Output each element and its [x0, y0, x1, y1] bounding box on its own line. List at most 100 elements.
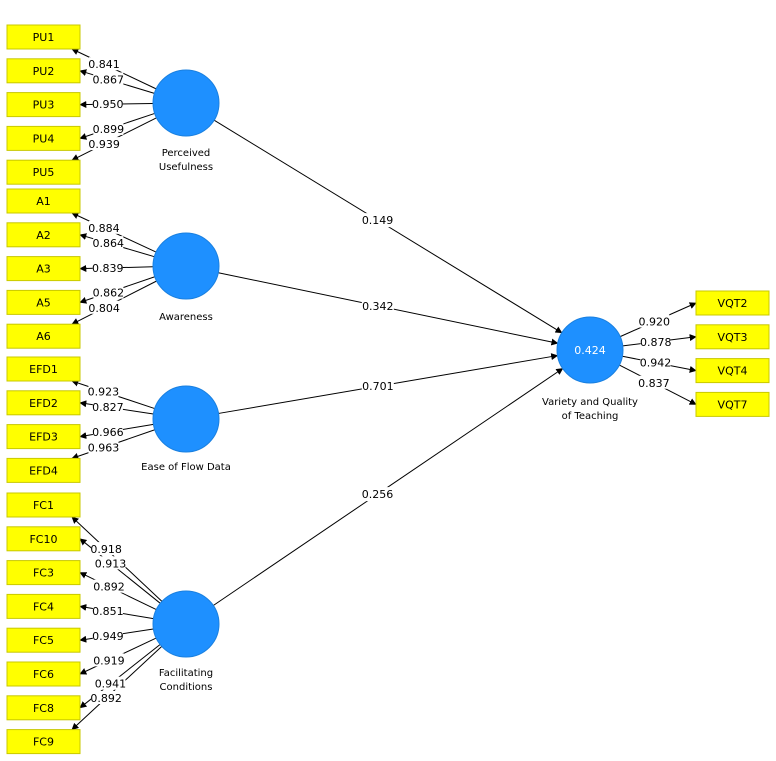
indicator-a3[interactable]: A3: [6, 256, 81, 282]
nodes-layer: PU1PU2PU3PU4PU5A1A2A3A5A6EFD1EFD2EFD3EFD…: [6, 24, 770, 755]
loading-label: 0.941: [95, 676, 126, 691]
svg-text:0.920: 0.920: [639, 315, 671, 328]
svg-text:0.918: 0.918: [90, 543, 122, 556]
indicator-label: FC6: [33, 668, 54, 681]
indicator-efd3[interactable]: EFD3: [6, 424, 81, 450]
indicator-a5[interactable]: A5: [6, 289, 81, 315]
indicator-vqt3[interactable]: VQT3: [695, 324, 770, 350]
indicator-box: [695, 290, 770, 316]
indicator-vqt7[interactable]: VQT7: [695, 391, 770, 417]
indicator-fc9[interactable]: FC9: [6, 729, 81, 755]
loading-label: 0.862: [93, 285, 125, 300]
latent-circle: [556, 316, 624, 384]
indicator-box: [6, 457, 81, 483]
loading-label: 0.839: [92, 260, 123, 275]
indicator-box: [6, 729, 81, 755]
indicator-efd2[interactable]: EFD2: [6, 390, 81, 416]
svg-text:0.804: 0.804: [88, 302, 120, 315]
indicator-box: [6, 593, 81, 619]
latent-label: Usefulness: [159, 162, 213, 173]
loading-label: 0.851: [92, 604, 124, 618]
indicator-vqt4[interactable]: VQT4: [695, 358, 770, 384]
svg-text:0.939: 0.939: [88, 138, 120, 151]
indicator-box: [695, 358, 770, 384]
indicator-box: [6, 390, 81, 416]
indicator-box: [6, 58, 81, 84]
indicator-label: EFD1: [29, 363, 58, 376]
indicator-box: [6, 356, 81, 382]
indicator-pu5[interactable]: PU5: [6, 159, 81, 185]
svg-text:0.942: 0.942: [640, 357, 672, 370]
indicator-a1[interactable]: A1: [6, 188, 81, 214]
r-squared-value: 0.424: [574, 344, 606, 357]
svg-text:0.919: 0.919: [93, 654, 125, 667]
indicator-fc1[interactable]: FC1: [6, 492, 81, 518]
indicator-label: PU4: [33, 132, 55, 145]
indicator-vqt2[interactable]: VQT2: [695, 290, 770, 316]
indicator-efd4[interactable]: EFD4: [6, 457, 81, 483]
latent-efd[interactable]: Ease of Flow Data: [141, 385, 231, 473]
indicator-label: VQT7: [718, 398, 748, 411]
indicator-a6[interactable]: A6: [6, 323, 81, 349]
loading-label: 0.878: [640, 334, 671, 349]
indicator-pu2[interactable]: PU2: [6, 58, 81, 84]
loading-label: 0.923: [88, 384, 119, 398]
indicator-label: FC8: [33, 702, 54, 715]
indicator-box: [6, 222, 81, 248]
indicator-label: FC9: [33, 736, 54, 749]
loading-label: 0.950: [92, 97, 123, 111]
indicator-fc6[interactable]: FC6: [6, 661, 81, 687]
indicator-label: EFD3: [29, 431, 58, 444]
svg-text:0.884: 0.884: [88, 222, 120, 235]
loading-label: 0.867: [93, 72, 125, 86]
loading-label: 0.949: [92, 628, 124, 643]
indicator-box: [6, 661, 81, 687]
latent-label: Perceived: [162, 148, 211, 159]
indicator-label: VQT4: [718, 365, 748, 378]
indicator-box: [6, 256, 81, 282]
svg-text:0.342: 0.342: [362, 300, 394, 313]
indicator-efd1[interactable]: EFD1: [6, 356, 81, 382]
indicator-fc4[interactable]: FC4: [6, 593, 81, 619]
svg-text:0.851: 0.851: [92, 605, 124, 618]
indicator-pu1[interactable]: PU1: [6, 24, 81, 50]
indicator-label: FC10: [29, 533, 57, 546]
indicator-label: FC4: [33, 600, 54, 613]
indicator-fc8[interactable]: FC8: [6, 695, 81, 721]
latent-label: Awareness: [159, 312, 213, 323]
path-coefficient-fc: 0.256: [361, 487, 394, 502]
svg-text:0.867: 0.867: [93, 73, 125, 86]
svg-text:0.701: 0.701: [362, 380, 394, 393]
latent-label: Conditions: [160, 682, 213, 693]
indicator-fc10[interactable]: FC10: [6, 526, 81, 552]
indicator-pu4[interactable]: PU4: [6, 125, 81, 151]
indicator-label: FC1: [33, 499, 54, 512]
indicator-box: [6, 492, 81, 518]
latent-label: of Teaching: [562, 411, 619, 422]
indicator-label: A3: [36, 263, 51, 276]
svg-text:0.862: 0.862: [93, 287, 125, 300]
svg-text:0.966: 0.966: [92, 426, 124, 439]
indicator-a2[interactable]: A2: [6, 222, 81, 248]
latent-circle: [152, 69, 220, 137]
loading-label: 0.884: [88, 220, 120, 235]
indicator-label: A1: [36, 195, 51, 208]
svg-text:0.864: 0.864: [93, 237, 125, 250]
svg-text:0.963: 0.963: [88, 442, 120, 455]
indicator-fc3[interactable]: FC3: [6, 560, 81, 586]
loading-label: 0.804: [88, 300, 120, 315]
latent-aw[interactable]: Awareness: [152, 232, 220, 323]
indicator-label: PU5: [33, 166, 55, 179]
indicator-label: A2: [36, 229, 51, 242]
latent-circle: [152, 590, 220, 658]
indicator-pu3[interactable]: PU3: [6, 92, 81, 118]
svg-text:0.149: 0.149: [362, 214, 394, 227]
indicator-fc5[interactable]: FC5: [6, 627, 81, 653]
loading-label: 0.899: [93, 121, 124, 136]
indicator-box: [695, 324, 770, 350]
indicator-label: A6: [36, 330, 51, 343]
